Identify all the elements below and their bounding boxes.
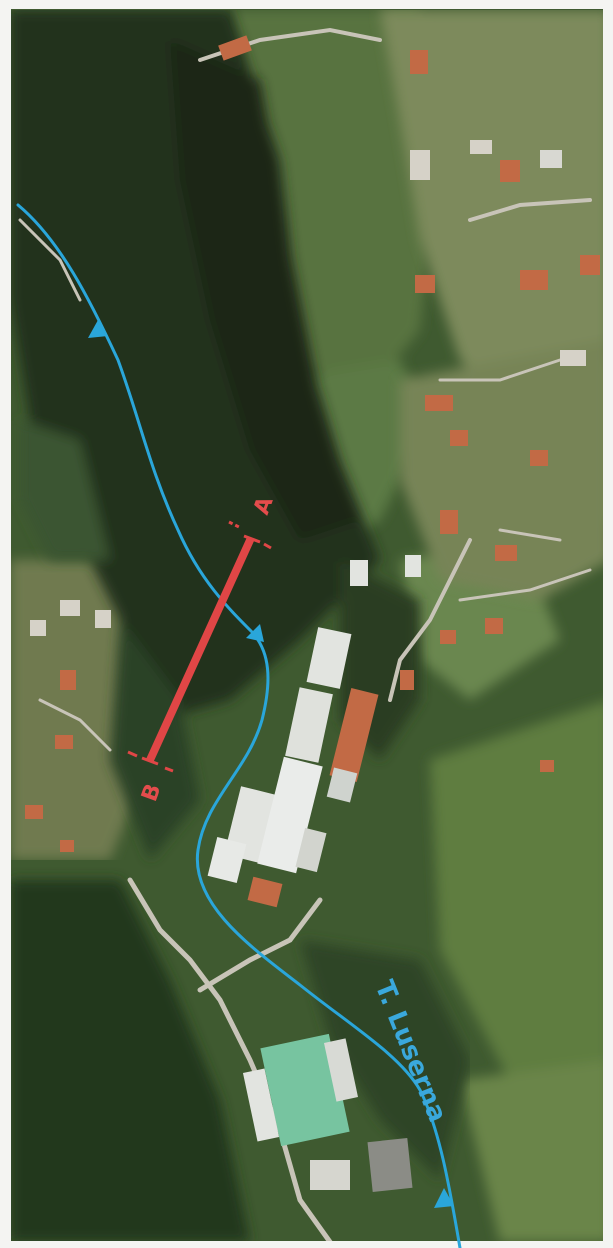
aerial-photo bbox=[10, 8, 604, 1242]
section-extension-b-far bbox=[164, 766, 174, 773]
buildings bbox=[25, 35, 600, 852]
section-line-ab bbox=[146, 536, 255, 762]
flow-arrow-icon bbox=[88, 320, 108, 338]
flow-arrow-icon bbox=[246, 624, 264, 642]
section-extension-a bbox=[228, 520, 240, 529]
photo-border bbox=[9, 7, 605, 1243]
industrial-plant bbox=[207, 627, 379, 908]
river-luserna-line bbox=[16, 203, 462, 1248]
greenhouse-complex bbox=[242, 1033, 413, 1192]
section-extension-a-far bbox=[263, 542, 272, 550]
section-extension-b bbox=[127, 750, 138, 758]
section-cap-b bbox=[141, 756, 159, 766]
forest bbox=[10, 10, 470, 1242]
flow-arrow-icon bbox=[434, 1188, 454, 1208]
section-cap-a bbox=[243, 534, 261, 544]
